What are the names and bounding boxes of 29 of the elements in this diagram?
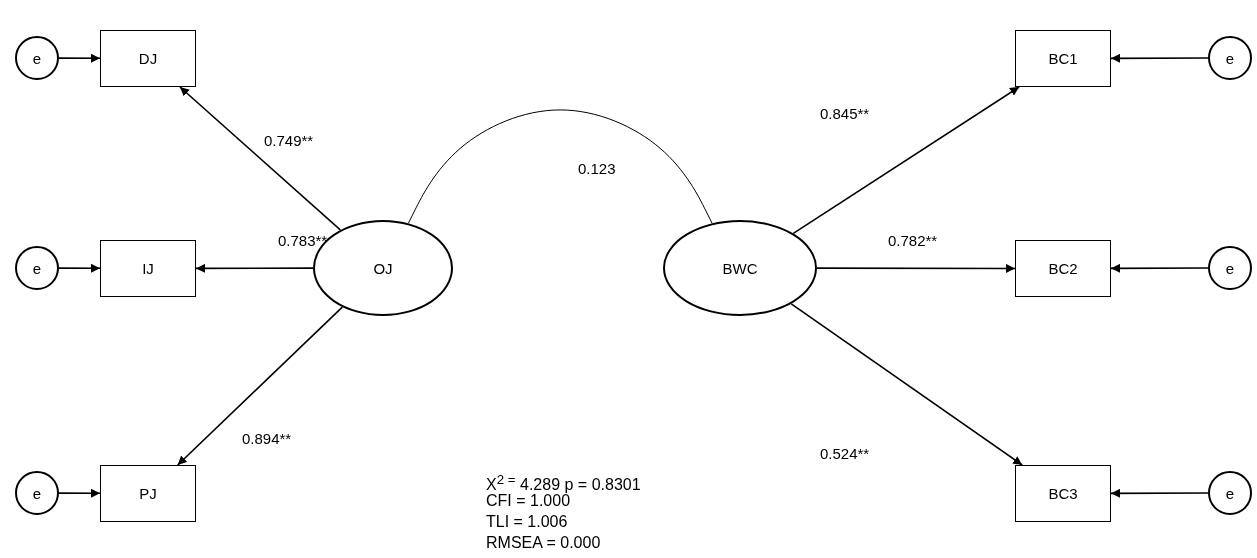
arrow <box>790 303 1023 466</box>
arrow <box>58 263 101 273</box>
error-term-circle: e <box>1208 36 1252 80</box>
observed-variable-box: IJ <box>100 240 196 297</box>
arrow <box>792 86 1020 235</box>
arrow <box>1110 488 1209 498</box>
error-term-circle: e <box>1208 471 1252 515</box>
arrow <box>195 263 314 273</box>
fit-statistic: TLI = 1.006 <box>486 512 568 532</box>
observed-variable-box: DJ <box>100 30 196 87</box>
observed-variable-box: PJ <box>100 465 196 522</box>
observed-variable-box: BC3 <box>1015 465 1111 522</box>
error-term-circle: e <box>15 246 59 290</box>
latent-variable-ellipse: BWC <box>663 220 817 316</box>
arrow <box>58 488 101 498</box>
arrow <box>58 53 101 63</box>
fit-statistic: X$^{2 =}$ 4.289 p = 0.8301 <box>486 471 641 495</box>
arrow <box>1110 263 1209 273</box>
observed-variable-box: BC2 <box>1015 240 1111 297</box>
arrow <box>816 263 1016 273</box>
arrow <box>176 306 344 466</box>
error-term-circle: e <box>15 36 59 80</box>
error-term-circle: e <box>1208 246 1252 290</box>
arrow <box>179 86 342 231</box>
fit-statistic: RMSEA = 0.000 <box>486 533 601 553</box>
error-term-circle: e <box>15 471 59 515</box>
fit-statistic: CFI = 1.000 <box>486 492 571 511</box>
observed-variable-box: BC1 <box>1015 30 1111 87</box>
arrow <box>1110 53 1209 63</box>
